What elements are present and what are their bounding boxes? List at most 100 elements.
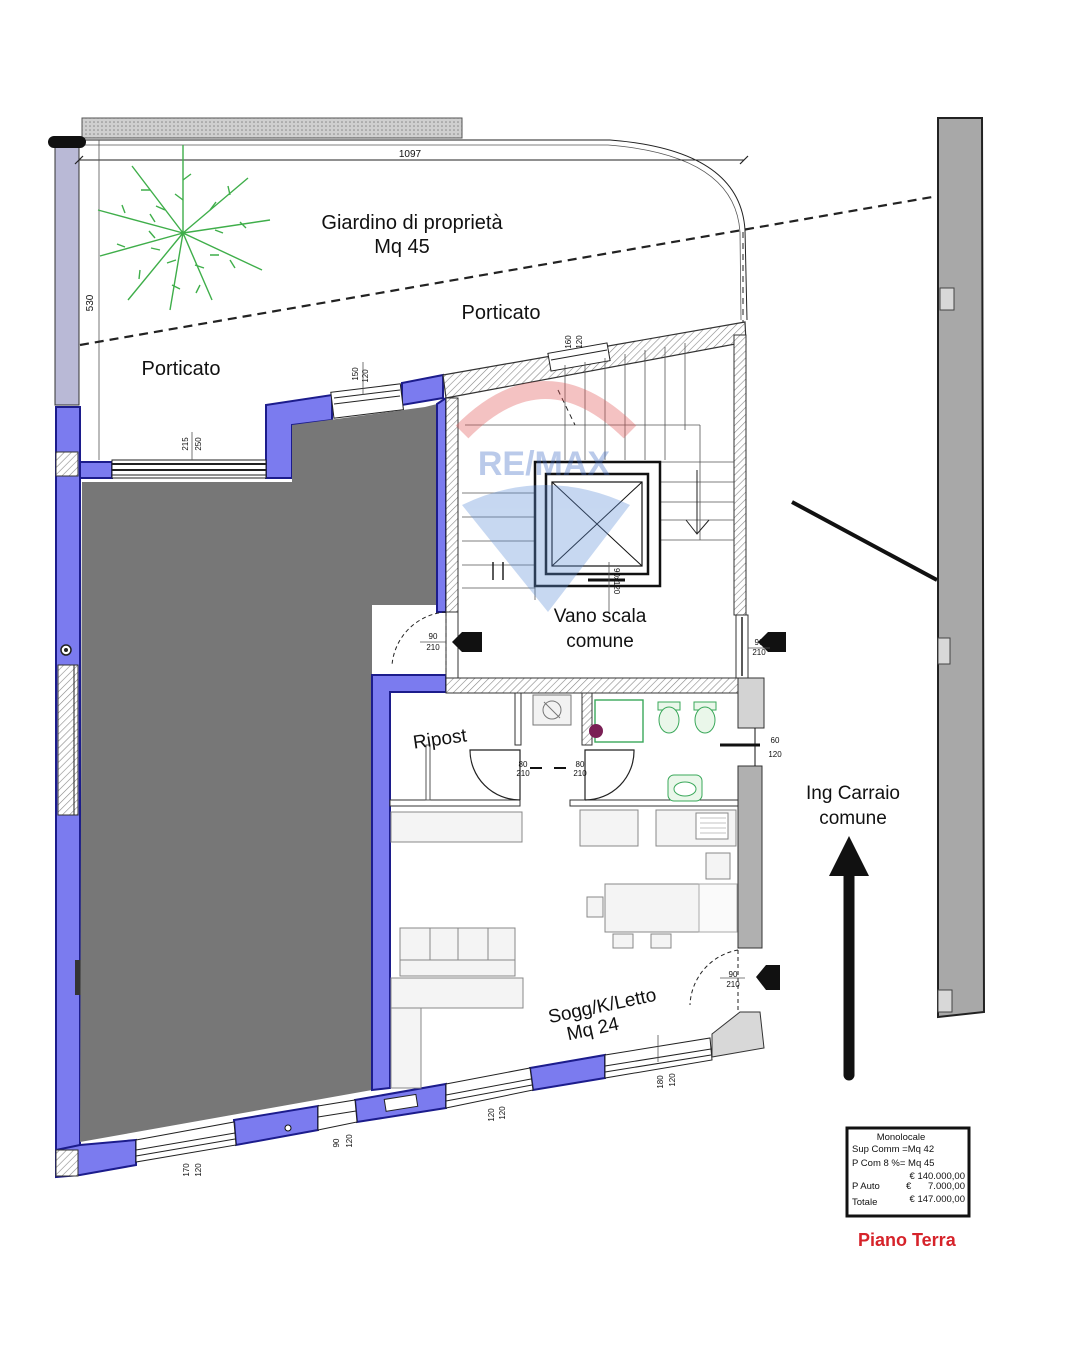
garden-title: Giardino di proprietà [321, 212, 503, 234]
win-bath-h: 120 [768, 750, 782, 759]
table-row-pcom: P Com 8 %= Mq 45 [852, 1158, 934, 1169]
driveway-label-line1: Ing Carraio [806, 783, 900, 804]
sofa [399, 927, 516, 977]
wall-south-seg3 [528, 1053, 606, 1092]
washbasin-icon [667, 774, 703, 802]
lift-dim: 90x120 [612, 568, 621, 595]
svg-text:RE/MAX: RE/MAX [478, 445, 611, 483]
living-entry-door [689, 949, 739, 1010]
win-bot-4-w: 120 [668, 1073, 677, 1087]
win-bot-3-w: 120 [498, 1106, 507, 1120]
garden-boundary-curve [79, 139, 748, 321]
wall-stair-west [436, 396, 447, 613]
table-row-price: € 140.000,00 [910, 1171, 965, 1182]
wall-east-gray [737, 765, 763, 949]
wall-ripost-east [514, 692, 522, 746]
toilet-icon [693, 701, 717, 734]
garden-wall-left [54, 139, 80, 406]
win-bot-1-h: 170 [182, 1163, 191, 1177]
table-row-total-label: Totale [852, 1197, 877, 1208]
door-living-h: 210 [726, 980, 740, 989]
price-summary-table: Monolocale Sup Comm =Mq 42 P Com 8 %= Mq… [845, 1126, 971, 1218]
chair [612, 933, 634, 949]
win-bot-4-h: 180 [656, 1075, 665, 1089]
stair-window [547, 342, 611, 372]
chair [650, 933, 672, 949]
door-stair-left-h: 210 [426, 643, 440, 652]
wall-stair-inner-west [445, 397, 459, 617]
road-marker [937, 637, 951, 665]
garden-area: Mq 45 [374, 236, 430, 258]
bed [390, 977, 524, 1089]
wall-stair-south [445, 677, 753, 694]
chair [586, 896, 604, 918]
door-stair-right-w: 90 [755, 638, 764, 647]
door-living-w: 90 [729, 970, 738, 979]
garden-hedge [81, 117, 463, 139]
shelf-unit [390, 811, 523, 843]
win-top-a-h: 150 [351, 367, 360, 381]
entry-arrow-icon [758, 632, 786, 652]
remax-watermark: RE/MAX [455, 381, 637, 612]
gate-leaf [791, 500, 938, 582]
entry-arrow-icon [452, 632, 482, 652]
win-bot-2-w: 120 [345, 1134, 354, 1148]
shower-drain-icon [589, 724, 603, 738]
adjacent-unit-fill [80, 404, 437, 1142]
table-title: Monolocale [877, 1132, 926, 1143]
porch-label-right: Porticato [462, 302, 541, 324]
kitchen-counter [579, 809, 737, 880]
driveway-label-line2: comune [819, 808, 887, 829]
stair-label-line2: comune [566, 631, 634, 652]
door-porch-h: 215 [181, 437, 190, 451]
garden-wall-cap [48, 136, 86, 148]
south-windows [135, 1037, 713, 1163]
wall-hatch-corner [55, 1149, 79, 1177]
table-row-auto-label: P Auto [852, 1181, 880, 1192]
table-row-auto-currency: € [906, 1181, 912, 1192]
wall-interior-south [389, 799, 521, 807]
door-stair-left-w: 90 [429, 632, 438, 641]
win-bot-2-h: 90 [332, 1138, 341, 1147]
wall-hatch-corner-top [55, 451, 79, 477]
garden-width-dim: 1097 [399, 149, 422, 160]
wall-stair-east [733, 334, 747, 616]
floor-name: Piano Terra [858, 1230, 956, 1250]
stair-label-line1: Vano scala [554, 606, 647, 627]
driveway-arrow-icon [829, 836, 869, 1081]
win-bot-1-w: 120 [194, 1163, 203, 1177]
road-marker [937, 989, 953, 1013]
entry-arrow-icon [756, 965, 780, 990]
porch-window [330, 383, 405, 419]
bath-door [584, 749, 635, 801]
road-strip [937, 117, 986, 1019]
ripost-door [469, 749, 521, 801]
palm-plant-icon [97, 145, 271, 311]
west-window-frame [57, 664, 79, 816]
door-porch-w: 250 [194, 437, 203, 451]
road-marker [939, 287, 955, 311]
bidet-icon [657, 701, 681, 734]
shower-tray [594, 699, 644, 743]
win-bot-3-h: 120 [487, 1108, 496, 1122]
win-top-b-h: 160 [564, 335, 573, 349]
door-ripost-h: 210 [516, 769, 530, 778]
table-row-total-value: € 147.000,00 [910, 1194, 965, 1205]
table-row-auto-value: 7.000,00 [928, 1181, 965, 1192]
win-bath-w: 60 [771, 736, 780, 745]
wall-north-right [401, 373, 444, 407]
wall-bath-west [581, 692, 593, 746]
door-bath-h: 210 [573, 769, 587, 778]
wall-east-top [737, 677, 765, 729]
dining-table [604, 883, 700, 933]
win-top-b-w: 120 [575, 335, 584, 349]
ripost-label: Ripost [412, 725, 469, 753]
garden-depth-dim: 530 [85, 294, 96, 311]
wall-se-corner [711, 1011, 765, 1058]
door-bath-w: 80 [576, 760, 585, 769]
table-row-sup: Sup Comm =Mq 42 [852, 1144, 934, 1155]
porch-boundary-dashed [79, 194, 939, 347]
win-top-a-w: 120 [361, 369, 370, 383]
wall-north-left [79, 461, 113, 479]
